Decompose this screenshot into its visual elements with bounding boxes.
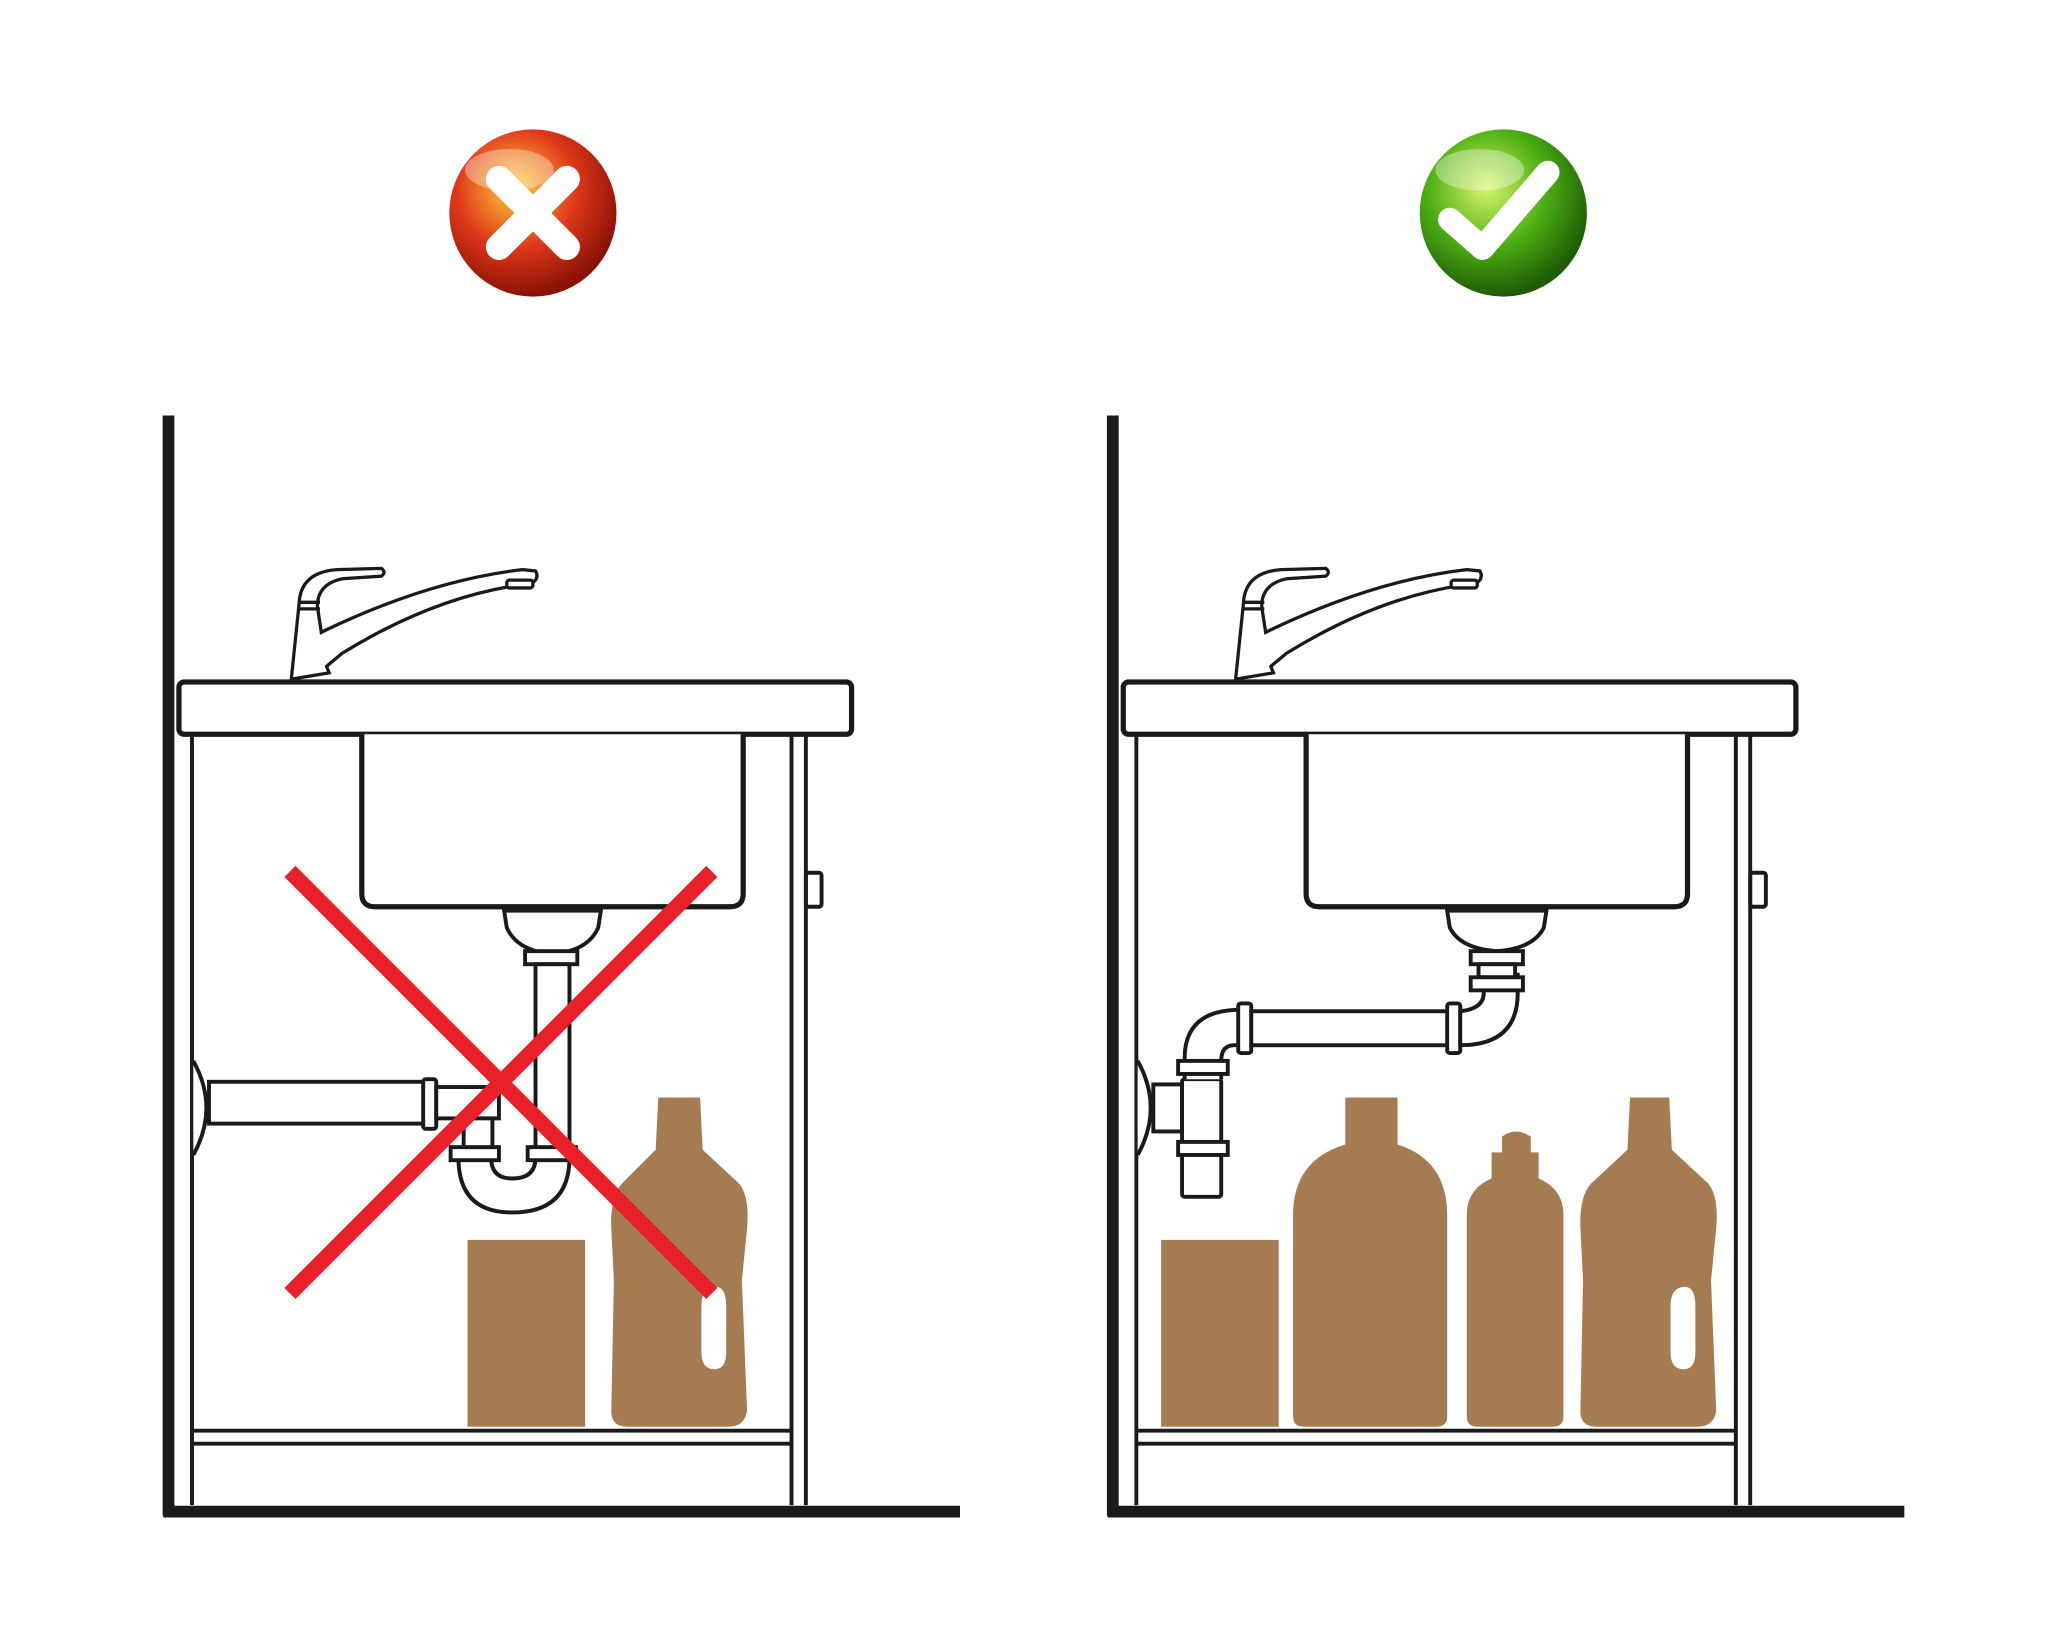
detergent-jug — [1580, 1097, 1717, 1427]
red-cross-icon — [449, 129, 617, 297]
space-saving-drain — [1135, 908, 1549, 1199]
p-trap-drain — [191, 908, 604, 1215]
large-bottle — [1293, 1097, 1448, 1427]
green-check-icon — [1419, 129, 1587, 297]
wrong-cross-mark — [284, 865, 718, 1300]
panel-wrong — [163, 415, 960, 1515]
pump-bottle — [1466, 1131, 1564, 1427]
storage-box — [1161, 1239, 1279, 1427]
panel-right — [1108, 415, 1905, 1515]
storage-box — [467, 1239, 586, 1427]
